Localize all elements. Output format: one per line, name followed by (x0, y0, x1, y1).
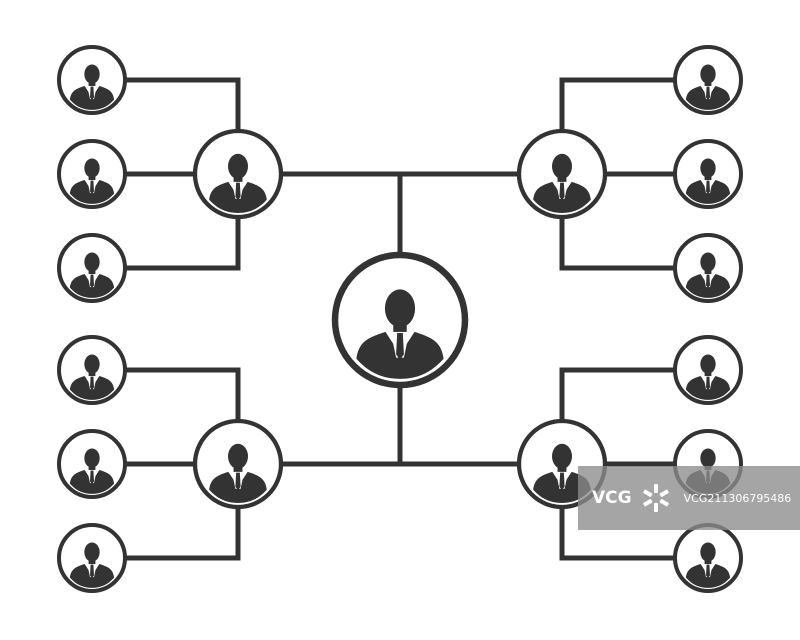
top-right-connector-upper (559, 77, 708, 131)
bottom-right-member-node-1 (673, 335, 743, 405)
top-left-connector-upper (92, 77, 241, 131)
bottom-left-member-node-3 (57, 523, 127, 593)
top-right-member-node-3 (673, 233, 743, 303)
top-left-member-node-2 (57, 139, 127, 209)
watermark-burst-icon (642, 484, 669, 512)
watermark-logo: VCG (592, 488, 632, 508)
top-left-hub-node (192, 128, 284, 220)
bottom-left-connector-upper (92, 367, 241, 421)
watermark-id: VCG211306795486 (683, 491, 792, 505)
top-right-connector-lower (559, 217, 708, 271)
top-right-hub-node (516, 128, 608, 220)
bottom-left-member-node-1 (57, 335, 127, 405)
top-left-connector-lower (92, 217, 241, 271)
top-right-member-node-2 (673, 139, 743, 209)
bottom-right-connector-lower (559, 507, 708, 561)
center-person-node (331, 251, 469, 389)
bottom-left-hub-node (192, 418, 284, 510)
top-right-member-node-1 (673, 45, 743, 115)
watermark: VCG VCG211306795486 (578, 466, 800, 530)
bottom-right-connector-upper (559, 367, 708, 421)
top-left-member-node-1 (57, 45, 127, 115)
bottom-left-member-node-2 (57, 429, 127, 499)
bottom-right-member-node-3 (673, 523, 743, 593)
bottom-left-connector-lower (92, 507, 241, 561)
top-left-member-node-3 (57, 233, 127, 303)
